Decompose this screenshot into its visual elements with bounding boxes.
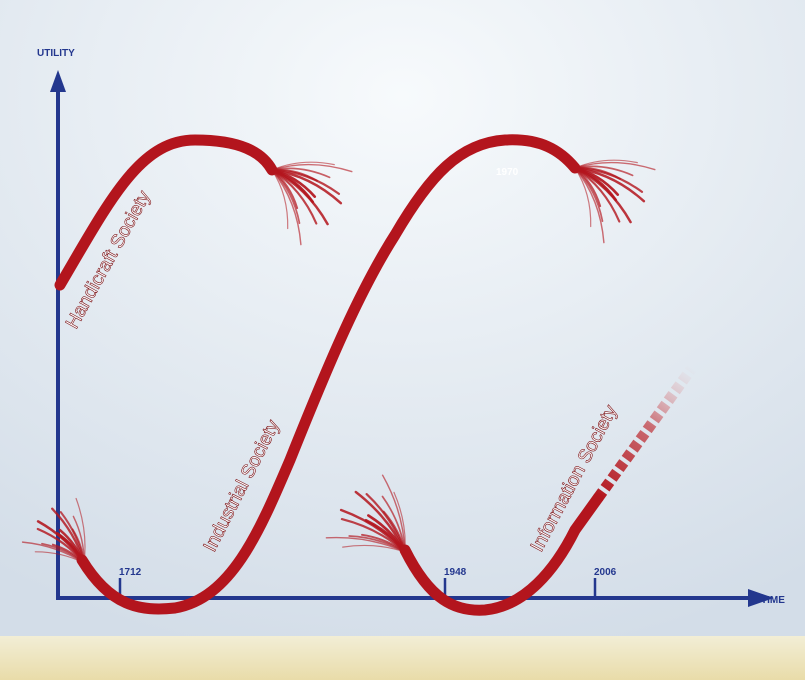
bottom-band <box>0 636 805 680</box>
brush-fiber <box>574 161 656 171</box>
y-axis-arrow-icon <box>50 70 66 92</box>
tick-label-2006: 2006 <box>594 567 617 578</box>
peak-label-1970: 1970 <box>496 167 519 178</box>
wave-curve <box>54 134 278 291</box>
tick-label-1948: 1948 <box>444 567 467 578</box>
wave-curve-main <box>76 134 581 615</box>
wave-curve-tail <box>593 364 697 502</box>
brush-fiber <box>574 167 605 244</box>
brush-handicraft-end <box>270 161 353 246</box>
y-axis-label: UTILITY <box>37 48 75 59</box>
x-axis-arrow-icon <box>748 589 774 607</box>
wave-curve-trough <box>399 492 604 616</box>
x-axis-label: TIME <box>761 595 785 606</box>
tick-label-1712: 1712 <box>119 567 142 578</box>
brush-fiber <box>271 169 302 246</box>
brush-fiber <box>271 163 353 173</box>
brush-fiber <box>381 474 406 553</box>
